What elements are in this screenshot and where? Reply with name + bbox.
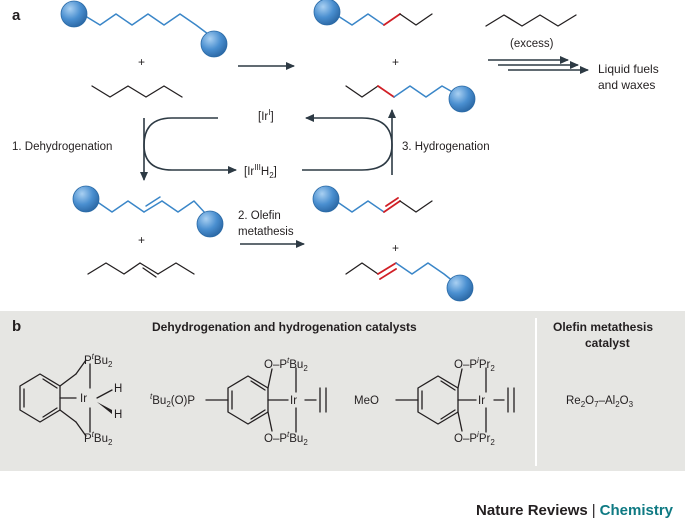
cat1-ir: Ir — [80, 393, 87, 405]
step-2-label-line-2: metathesis — [238, 226, 294, 238]
cat2-ir: Ir — [290, 395, 297, 407]
cat3-ir: Ir — [478, 395, 485, 407]
plus-sign: + — [392, 55, 399, 69]
support-sphere — [200, 30, 228, 58]
products-line-2: and waxes — [598, 78, 655, 92]
metathesis-product-1 — [312, 185, 433, 213]
metathesis-catalyst-formula: Re2O7–Al2O3 — [566, 395, 634, 409]
cat1-p-top: PtBu2 — [84, 352, 113, 369]
ir1-label: [IrI] — [258, 108, 274, 123]
fuel-arrows — [488, 56, 589, 74]
support-sphere — [72, 185, 100, 213]
catalyst-3-meo-pocop-ir-ethylene — [395, 367, 515, 433]
support-sphere — [448, 85, 476, 113]
journal-subject: Chemistry — [599, 502, 673, 519]
hydrogenation-cycle-arrow — [302, 114, 393, 171]
catalyst-2-pocop-ir-ethylene — [205, 367, 327, 433]
products-line-1: Liquid fuels — [598, 62, 659, 76]
tethered-alkane-reactant — [60, 0, 228, 58]
cat3-o-p-bottom: O–PiPr2 — [454, 430, 495, 447]
metathesis-product-2 — [345, 262, 474, 302]
hexane-excess — [485, 14, 577, 27]
step-3-label: 3. Hydrogenation — [402, 141, 490, 153]
support-sphere — [446, 274, 474, 302]
cat3-o-p-top: O–PiPr2 — [454, 356, 495, 373]
cat2-left-group: tBu2(O)P — [150, 392, 195, 409]
catalyst-1-pcp-ir-h2 — [19, 359, 113, 437]
cat3-meo: MeO — [354, 395, 379, 407]
panel-b-background — [0, 311, 685, 471]
panel-b-header-right-line-1: Olefin metathesis — [553, 320, 653, 334]
panel-b-header-right-line-2: catalyst — [585, 336, 630, 350]
hexane-reactant — [91, 85, 183, 98]
support-sphere — [60, 0, 88, 28]
support-sphere — [312, 185, 340, 213]
support-sphere — [313, 0, 341, 26]
cat2-o-p-top: O–PtBu2 — [264, 356, 308, 373]
plus-sign: + — [138, 233, 145, 247]
journal-footer: Nature Reviews|Chemistry — [476, 502, 673, 519]
panel-b-header-left: Dehydrogenation and hydrogenation cataly… — [152, 320, 417, 334]
ir3-label: [IrIIIH2] — [244, 163, 277, 180]
step-2-label-line-1: 2. Olefin — [238, 210, 281, 222]
plus-sign: + — [392, 241, 399, 255]
support-sphere — [196, 210, 224, 238]
reaction-scheme: a + + (excess) Liquid fuels and waxes 1.… — [0, 0, 685, 471]
cat1-h-top: H — [114, 383, 122, 395]
dehydrogenation-cycle-arrow — [143, 117, 237, 174]
cat1-h-bottom: H — [114, 409, 122, 421]
hexene — [87, 262, 195, 278]
plus-sign: + — [138, 55, 145, 69]
journal-name: Nature Reviews — [476, 502, 588, 519]
tethered-product-1 — [313, 0, 433, 26]
step-1-label: 1. Dehydrogenation — [12, 141, 112, 153]
panel-a-label: a — [12, 7, 21, 24]
excess-label: (excess) — [510, 38, 554, 50]
tethered-product-2 — [345, 85, 476, 113]
panel-b-label: b — [12, 318, 21, 335]
cat2-o-p-bottom: O–PtBu2 — [264, 430, 308, 447]
tethered-olefin — [72, 185, 224, 238]
cat1-p-bottom: PtBu2 — [84, 430, 113, 447]
footer-separator: | — [591, 502, 596, 519]
